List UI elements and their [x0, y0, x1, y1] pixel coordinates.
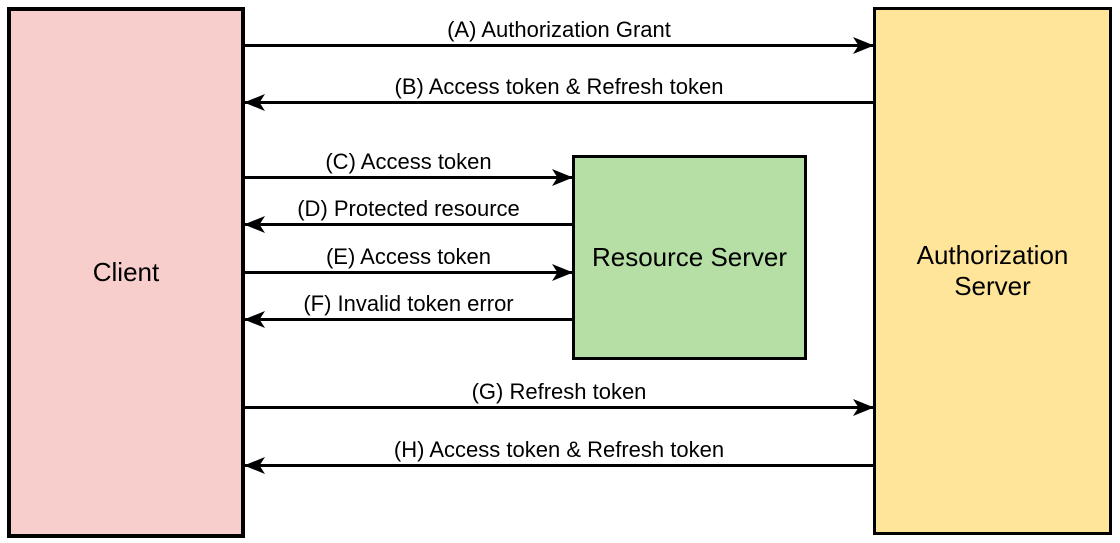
arrow-e-label: (E) Access token [325, 244, 492, 269]
arrow-b-label: (B) Access token & Refresh token [394, 74, 724, 99]
authorization-server-box-label: Authorization Server [916, 240, 1069, 301]
resource-server-box: Resource Server [572, 155, 807, 360]
arrow-a-label: (A) Authorization Grant [447, 17, 671, 42]
arrow-e [245, 264, 573, 281]
arrow-a [245, 37, 874, 54]
arrow-g [245, 399, 874, 416]
arrow-f [244, 311, 572, 328]
arrow-h-label: (H) Access token & Refresh token [393, 437, 725, 462]
arrow-c [245, 169, 573, 186]
arrow-d-label: (D) Protected resource [297, 196, 520, 221]
client-box-label: Client [92, 257, 160, 287]
authorization-server-box: Authorization Server [873, 7, 1112, 535]
arrow-h [244, 457, 873, 474]
arrow-d [244, 216, 572, 233]
resource-server-box-label: Resource Server [591, 242, 788, 272]
arrow-g-label: (G) Refresh token [471, 379, 647, 404]
arrow-f-label: (F) Invalid token error [303, 291, 514, 316]
arrow-b [244, 94, 873, 111]
client-box: Client [7, 7, 245, 538]
arrow-c-label: (C) Access token [325, 149, 492, 174]
